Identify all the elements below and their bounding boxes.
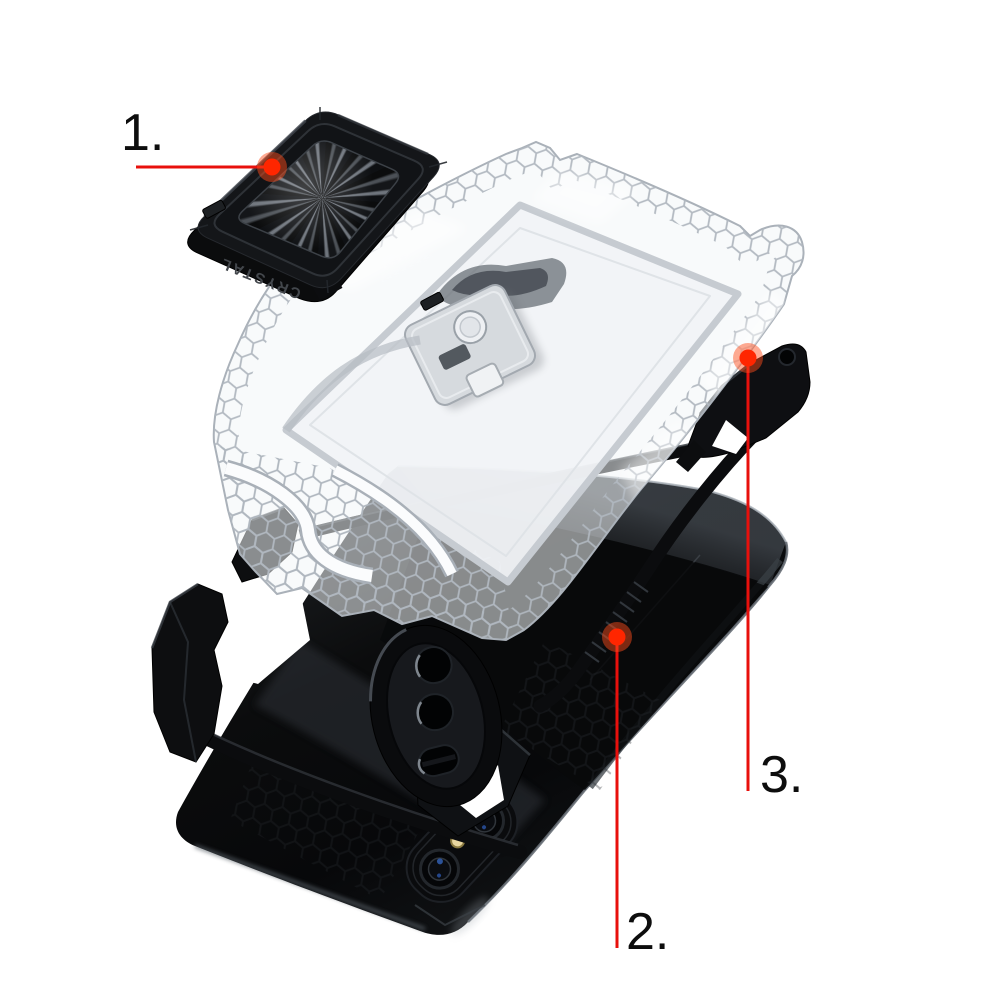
ring-hole-2: [416, 693, 455, 732]
ring-hole-3: [417, 744, 460, 778]
case-kickstand: [403, 284, 544, 410]
frame-grip-ribs: [584, 581, 649, 663]
camera-lens-bottom: [418, 848, 460, 890]
frame-bottom-rail: [193, 728, 527, 859]
annotations: 1. 2. 3.: [121, 104, 803, 961]
callout-label-2.: 2.: [626, 903, 669, 961]
callout-label-3.: 3.: [760, 746, 803, 804]
callout-dot-1.: [263, 158, 281, 176]
callout-label-1.: 1.: [121, 104, 164, 162]
frame-right-rail: [533, 425, 764, 713]
plate-clip-left: [202, 199, 226, 219]
ring-hole-1: [414, 646, 453, 685]
callout-dot-2.: [608, 628, 626, 646]
plate-clip-right: [420, 291, 444, 311]
callout-dot-3.: [739, 349, 757, 367]
ring-oval: [369, 624, 503, 808]
ring-holder-mount: [369, 624, 531, 837]
